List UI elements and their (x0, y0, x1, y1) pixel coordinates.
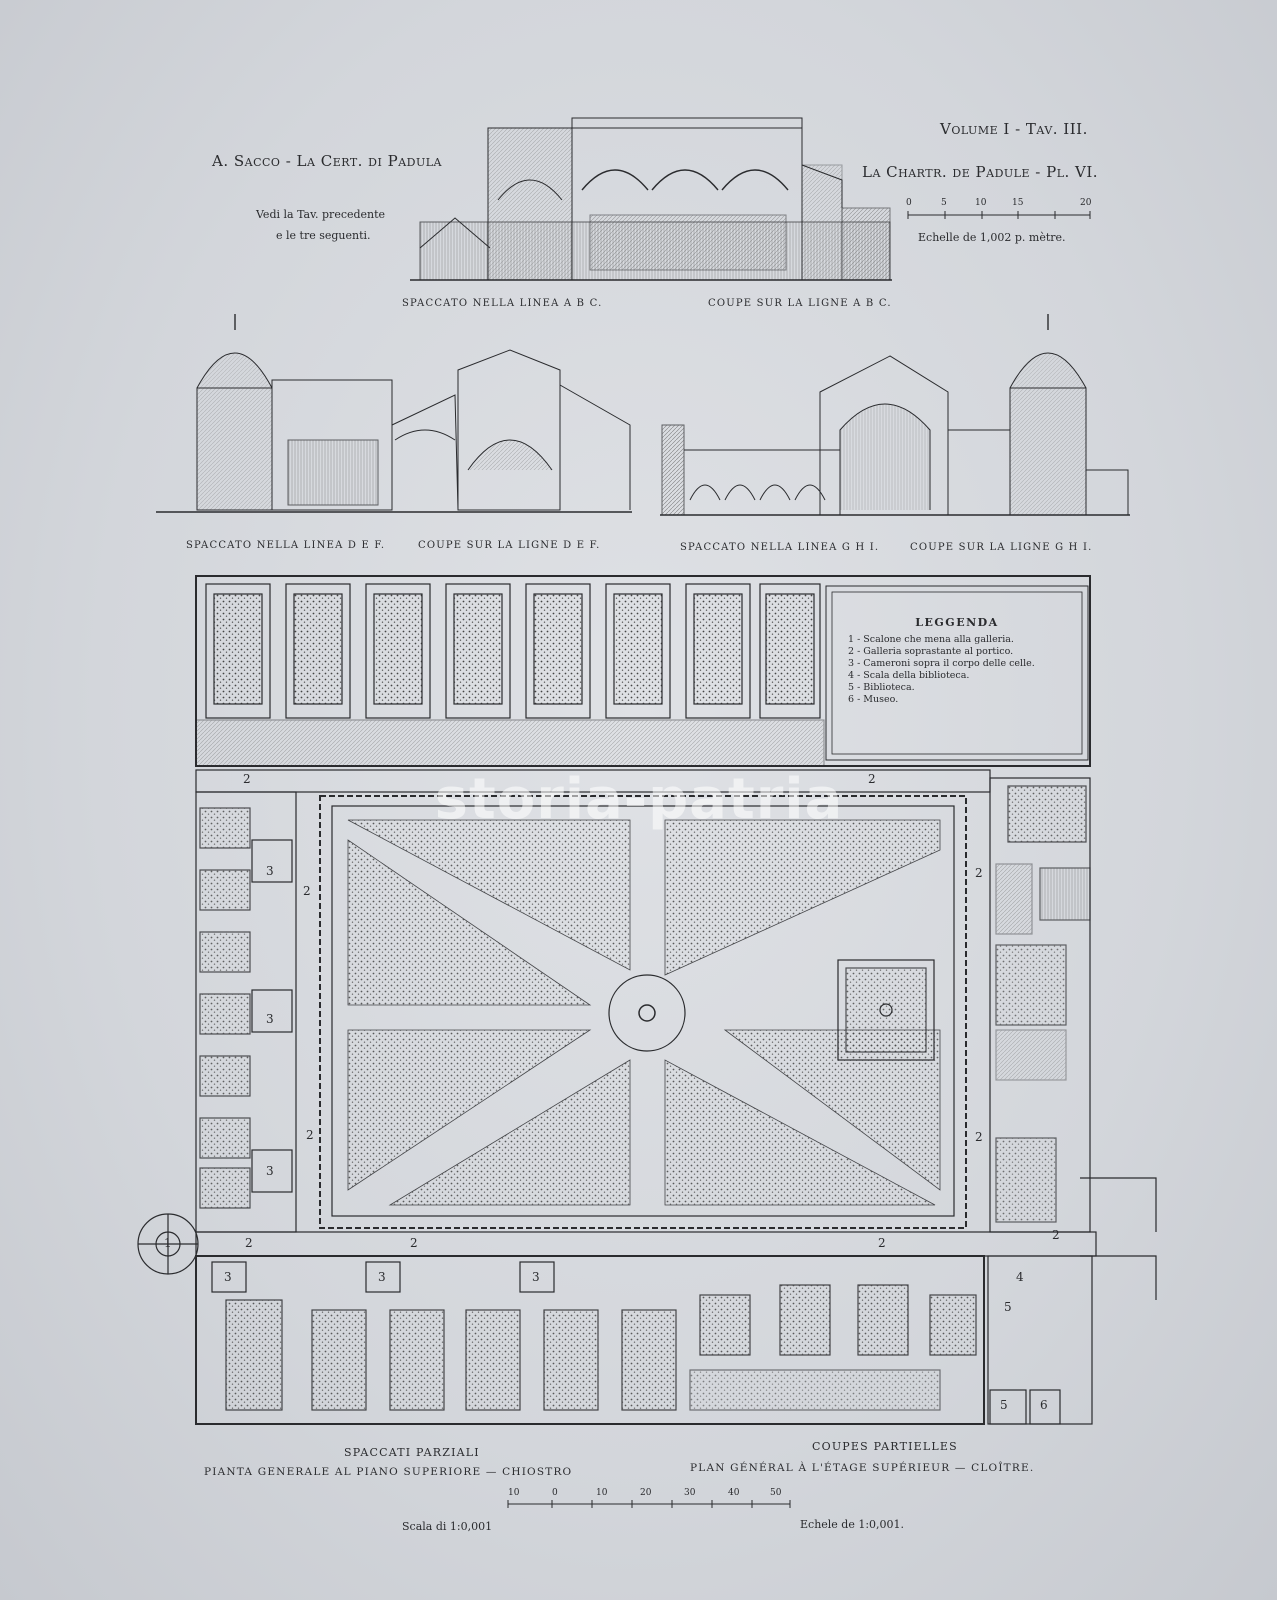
legend-item: 5 - Biblioteca. (848, 682, 915, 693)
legend-box: LEGGENDA 1 - Scalone che mena alla galle… (826, 588, 1088, 758)
scale-tick: 10 (508, 1488, 520, 1498)
plan-label-3: 3 (378, 1270, 386, 1284)
footer-right-title: Coupes partielles (812, 1440, 958, 1453)
legend-item: 1 - Scalone che mena alla galleria. (848, 634, 1014, 645)
plan-label-4: 4 (1016, 1270, 1024, 1284)
caption-abc-it: Spaccato nella linea A B C. (402, 298, 603, 309)
caption-def-fr: Coupe sur la ligne D E F. (418, 540, 601, 551)
caption-abc-fr: Coupe sur la ligne A B C. (708, 298, 892, 309)
plan-label-2: 2 (878, 1236, 886, 1250)
plan-label-5: 5 (1000, 1398, 1008, 1412)
scale-tick: 20 (640, 1488, 652, 1498)
scale-tick: 40 (728, 1488, 740, 1498)
caption-ghi-it: Spaccato nella linea G H I. (680, 542, 880, 553)
section-abc (410, 117, 892, 281)
scale-bar-bottom (507, 1500, 791, 1508)
left-cells (199, 807, 293, 1209)
scale-top-tick-3: 15 (1012, 198, 1024, 208)
author-title: A. Sacco - La Cert. di Padula (212, 152, 442, 170)
scale-label-french: Echele de 1:0,001. (800, 1518, 905, 1531)
scale-top-tick-1: 5 (941, 198, 947, 208)
caption-ghi-fr: Coupe sur la ligne G H I. (910, 542, 1093, 553)
cloister-garden (347, 819, 941, 1206)
section-def (156, 314, 632, 513)
plan-label-2: 2 (243, 772, 251, 786)
plan-label-2: 2 (306, 1128, 314, 1142)
footer-right-subtitle: Plan général à l'étage supérieur — Cloît… (690, 1462, 1035, 1474)
plan-label-3: 3 (224, 1270, 232, 1284)
legend-item: 4 - Scala della biblioteca. (848, 670, 970, 681)
legend-item: 2 - Galleria soprastante al portico. (848, 646, 1014, 657)
general-plan (137, 575, 1157, 1425)
scale-top-tick-4: 20 (1080, 198, 1092, 208)
legend-item: 3 - Cameroni sopra il corpo delle celle. (848, 658, 1035, 669)
legend-item: 6 - Museo. (848, 694, 899, 705)
plan-label-2: 2 (975, 1130, 983, 1144)
legend-title: LEGGENDA (915, 616, 999, 629)
top-cells (205, 583, 821, 719)
plan-label-2: 2 (303, 884, 311, 898)
plan-label-5: 5 (1004, 1300, 1012, 1314)
plan-label-2: 2 (245, 1236, 253, 1250)
scale-tick: 0 (552, 1488, 558, 1498)
note-line-2: e le tre seguenti. (276, 229, 371, 242)
plan-label-1: 1 (164, 1236, 172, 1250)
plan-label-3: 3 (532, 1270, 540, 1284)
caption-def-it: Spaccato nella linea D E F. (186, 540, 386, 551)
scale-top-tick-2: 10 (975, 198, 987, 208)
french-title: La Chartr. de Padule - Pl. VI. (862, 163, 1099, 181)
scale-tick: 10 (596, 1488, 608, 1498)
plan-label-2: 2 (410, 1236, 418, 1250)
plan-label-2: 2 (1052, 1228, 1060, 1242)
scale-tick: 30 (684, 1488, 696, 1498)
plan-label-3: 3 (266, 1012, 274, 1026)
footer-left-title: Spaccati parziali (344, 1446, 480, 1459)
plan-label-6: 6 (1040, 1398, 1048, 1412)
bottom-cells (211, 1261, 977, 1411)
volume-label: Volume I - Tav. III. (940, 120, 1088, 138)
legend-list: 1 - Scalone che mena alla galleria. 2 - … (848, 634, 1035, 706)
plan-label-2: 2 (868, 772, 876, 786)
scale-label-italian: Scala di 1:0,001 (402, 1520, 493, 1533)
scale-top-label: Echelle de 1,002 p. mètre. (918, 231, 1066, 244)
plan-label-2: 2 (975, 866, 983, 880)
plan-label-3: 3 (266, 1164, 274, 1178)
footer-left-subtitle: Pianta generale al piano superiore — Chi… (204, 1466, 573, 1478)
scale-top-tick-0: 0 (906, 198, 912, 208)
scale-bar-top (907, 211, 1091, 219)
note-line-1: Vedi la Tav. precedente (256, 208, 386, 221)
watermark-text: storia-patria (434, 767, 844, 832)
plan-label-3: 3 (266, 864, 274, 878)
section-ghi (660, 314, 1130, 516)
scale-tick: 50 (770, 1488, 782, 1498)
